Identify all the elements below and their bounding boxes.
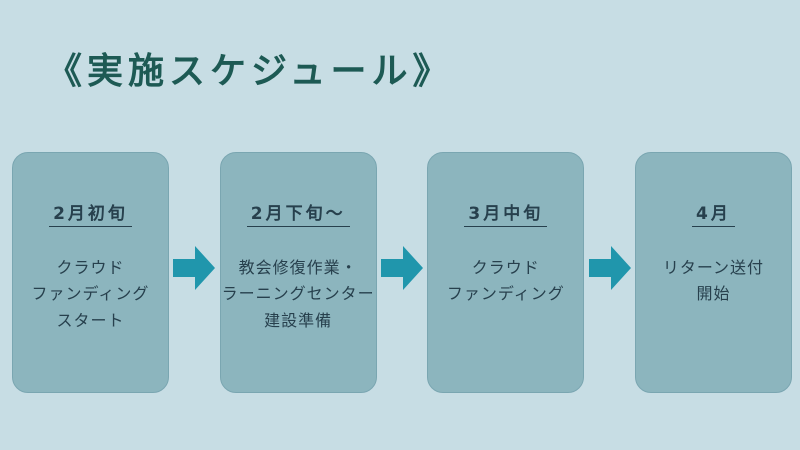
arrow-right-icon [380, 245, 423, 290]
step-description: クラウド ファンディング スタート [31, 258, 150, 330]
arrow-right-icon [173, 245, 216, 290]
step-period: 4月 [692, 199, 735, 227]
arrow-right-icon [588, 245, 631, 290]
step-box-1: 2月初旬 クラウド ファンディング スタート [12, 152, 169, 393]
page-title: 《実施スケジュール》 [46, 51, 454, 92]
step-description: 教会修復作業・ ラーニングセンター 建設準備 [221, 258, 375, 330]
step-period: 2月下旬～ [246, 199, 350, 227]
step-period: 2月初旬 [49, 199, 132, 227]
schedule-flow: 2月初旬 クラウド ファンディング スタート 2月下旬～ 教会修復作業・ ラーニ… [12, 152, 792, 393]
step-period: 3月中旬 [464, 199, 548, 227]
step-box-4: 4月 リターン送付 開始 [634, 152, 792, 393]
step-box-2: 2月下旬～ 教会修復作業・ ラーニングセンター 建設準備 [219, 152, 377, 393]
step-description: リターン送付 開始 [662, 258, 765, 304]
step-box-3: 3月中旬 クラウド ファンディング [427, 152, 585, 393]
step-description: クラウド ファンディング [446, 258, 565, 304]
